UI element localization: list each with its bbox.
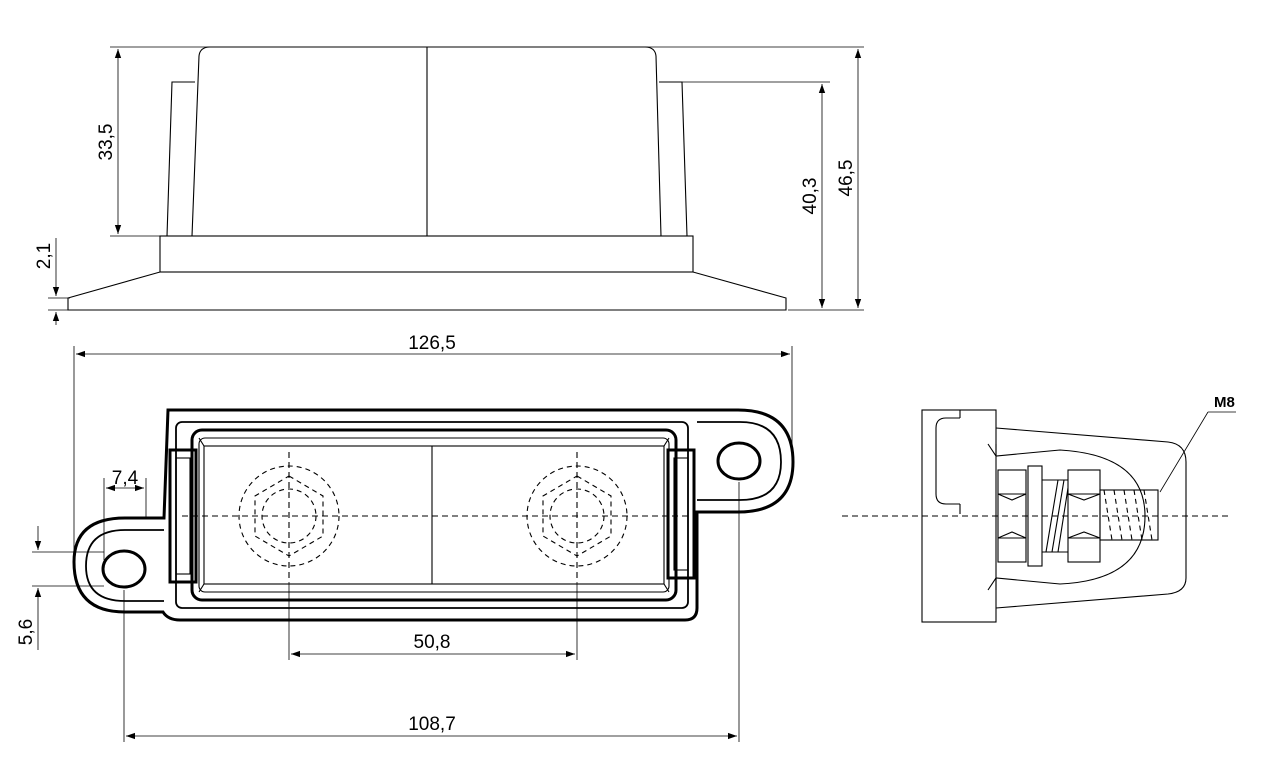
side-view-dimensions: 33,5 2,1 40,3 46,5 <box>34 46 864 325</box>
dim-height-top: 33,5 <box>96 124 117 161</box>
dim-stud-spacing: 50,8 <box>414 632 451 653</box>
top-view <box>72 408 795 622</box>
side-view <box>67 46 787 311</box>
dim-hole-offset: 5,6 <box>16 619 37 645</box>
section-view: M8 <box>842 394 1236 623</box>
dim-hole-spacing: 108,7 <box>408 714 456 735</box>
thread-label: M8 <box>1214 394 1235 411</box>
dim-overall-length: 126,5 <box>408 333 456 354</box>
mounting-hole-right <box>716 441 762 481</box>
top-view-dimensions: 126,5 7,4 5,6 50,8 108,7 <box>16 333 793 742</box>
mounting-hole-left <box>101 549 147 589</box>
dim-slot-width: 7,4 <box>112 468 139 489</box>
dim-height-mid: 40,3 <box>800 178 821 215</box>
dim-base-thickness: 2,1 <box>34 243 55 269</box>
dim-height-total: 46,5 <box>836 160 857 197</box>
